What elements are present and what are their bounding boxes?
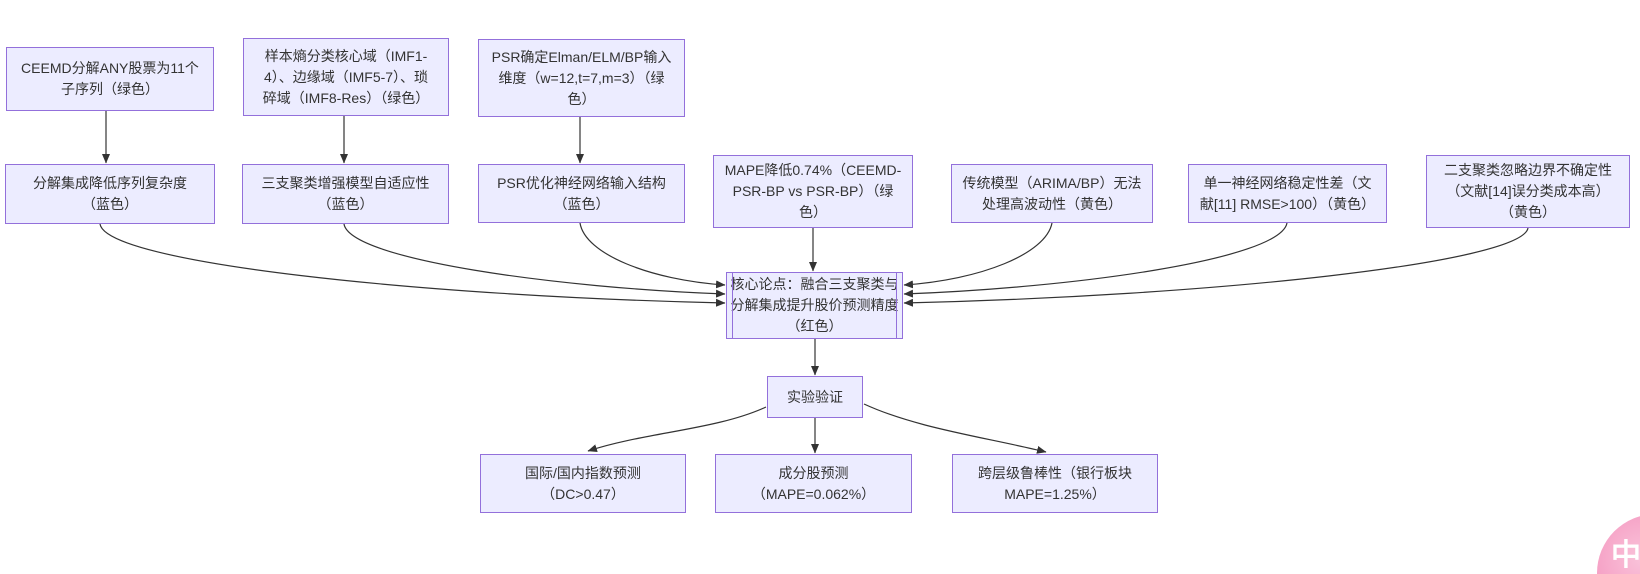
node-label: 二支聚类忽略边界不确定性 （文献[14]误分类成本高） （黄色） (1427, 160, 1629, 223)
node-psr-input-dimension: PSR确定Elman/ELM/BP输入维度（w=12,t=7,m=3）（绿色） (478, 39, 685, 117)
node-label-line: 分解集成提升股价预测精度 (730, 297, 899, 313)
translate-button-label: 中A (1611, 539, 1640, 572)
node-label-line: 三支聚类增强模型自适应性 (261, 175, 430, 191)
node-label-line: PSR优化神经网络输入结构 (497, 174, 666, 191)
node-label-line: 处理高波动性（黄色） (982, 195, 1122, 212)
node-label-line: 分解集成降低序列复杂度 (33, 175, 187, 191)
node-label: 样本熵分类核心域（IMF1- 4）、边缘域（IMF5-7）、琐碎域（IMF8-Re… (244, 46, 448, 109)
node-label: 国际/国内指数预测 （DC>0.47） (481, 463, 685, 505)
edge-L-M (587, 406, 767, 453)
node-label: 核心论点：融合三支聚类与分解集成提升股价预测精度 （红色） (727, 274, 902, 337)
node-three-way-clustering-adaptivity: 三支聚类增强模型自适应性 （蓝色） (242, 164, 449, 224)
node-label-line: （黄色） (1500, 204, 1556, 220)
node-label-line: CEEMD分解ANY股票为11个 (21, 60, 199, 76)
node-ceemd-decompose: CEEMD分解ANY股票为11个子序列（绿色） (6, 47, 214, 111)
node-label-line: 传统模型（ARIMA/BP）无法 (962, 174, 1142, 191)
node-label-line: 单一神经网络稳定性差（文 (1203, 174, 1372, 191)
node-label-line: 子序列（绿色） (61, 81, 159, 97)
node-label-line: 跨层级鲁棒性（银行板块 (978, 464, 1132, 481)
node-label: 跨层级鲁棒性（银行板块 MAPE=1.25%） (953, 463, 1157, 505)
node-decomposition-reduces-complexity: 分解集成降低序列复杂度 （蓝色） (5, 164, 215, 224)
node-label: 实验验证 (768, 387, 862, 408)
subroutine-side-line (732, 273, 733, 338)
node-label-line: 核心论点：融合三支聚类与 (730, 276, 899, 292)
node-label-line: 成分股预测 (778, 464, 849, 481)
node-label: CEEMD分解ANY股票为11个子序列（绿色） (7, 58, 213, 100)
node-label-line: MAPE=1.25%） (1004, 485, 1106, 502)
node-label-line: 实验验证 (787, 388, 843, 405)
node-mape-reduction: MAPE降低0.74%（CEEMD- PSR-BP vs PSR-BP）（绿色） (713, 155, 913, 228)
node-label: PSR优化神经网络输入结构 （蓝色） (479, 173, 684, 215)
node-label-line: 国际/国内指数预测 (525, 464, 641, 481)
node-label: MAPE降低0.74%（CEEMD- PSR-BP vs PSR-BP）（绿色） (714, 160, 912, 223)
node-label-line: MAPE降低0.74%（CEEMD- (724, 162, 902, 178)
node-label-line: 献[11] RMSE>100）（黄色） (1199, 195, 1376, 212)
node-index-prediction: 国际/国内指数预测 （DC>0.47） (480, 454, 686, 513)
node-label-line: 维度（w=12,t=7,m=3）（绿 (498, 69, 665, 86)
node-label: 分解集成降低序列复杂度 （蓝色） (6, 173, 214, 215)
node-psr-optimizes-input-structure: PSR优化神经网络输入结构 （蓝色） (478, 164, 685, 223)
node-label: 三支聚类增强模型自适应性 （蓝色） (243, 173, 448, 215)
node-two-way-clustering-limitation: 二支聚类忽略边界不确定性 （文献[14]误分类成本高） （黄色） (1426, 155, 1630, 228)
edge-F-K (579, 222, 726, 289)
edge-J-K (903, 227, 1529, 307)
node-traditional-model-limitation: 传统模型（ARIMA/BP）无法处理高波动性（黄色） (951, 164, 1153, 223)
node-label-line: （蓝色） (317, 196, 374, 212)
node-label-line: 碎域（IMF8-Res）（绿色） (262, 89, 430, 106)
node-label: 成分股预测 （MAPE=0.062%） (716, 463, 911, 505)
node-label-line: 4）、边缘域（IMF5-7）、琐 (263, 68, 429, 85)
node-core-thesis: 核心论点：融合三支聚类与分解集成提升股价预测精度 （红色） (726, 272, 903, 339)
node-label-line: 色） (567, 90, 596, 107)
translate-button[interactable]: 中A (1597, 514, 1640, 574)
edge-E-K (343, 223, 726, 298)
node-label-line: PSR-BP vs PSR-BP）（绿 (732, 183, 894, 199)
node-single-nn-instability: 单一神经网络稳定性差（文献[11] RMSE>100）（黄色） (1188, 164, 1387, 223)
edge-D-K (99, 223, 726, 307)
node-label-line: （文献[14]误分类成本高） (1446, 183, 1610, 199)
node-cross-level-robustness: 跨层级鲁棒性（银行板块 MAPE=1.25%） (952, 454, 1158, 513)
node-label-line: （红色） (786, 318, 843, 334)
node-label-line: PSR确定Elman/ELM/BP输入 (491, 48, 672, 65)
node-label: PSR确定Elman/ELM/BP输入维度（w=12,t=7,m=3）（绿色） (479, 47, 684, 110)
subroutine-side-line (896, 273, 897, 338)
node-label-line: 二支聚类忽略边界不确定性 (1444, 162, 1612, 178)
node-label-line: 样本熵分类核心域（IMF1- (264, 47, 428, 64)
node-label-line: 色） (799, 204, 827, 220)
edge-H-K (903, 222, 1053, 289)
edge-I-K (903, 222, 1288, 298)
node-label: 传统模型（ARIMA/BP）无法处理高波动性（黄色） (952, 173, 1152, 215)
node-label-line: （DC>0.47） (541, 485, 625, 502)
node-label: 单一神经网络稳定性差（文献[11] RMSE>100）（黄色） (1189, 173, 1386, 215)
node-sample-entropy-domains: 样本熵分类核心域（IMF1- 4）、边缘域（IMF5-7）、琐碎域（IMF8-Re… (243, 38, 449, 116)
node-label-line: （蓝色） (553, 195, 610, 212)
node-label-line: （MAPE=0.062%） (751, 485, 876, 502)
node-label-line: （蓝色） (82, 196, 138, 212)
node-experiment-validation: 实验验证 (767, 376, 863, 418)
edge-L-O (863, 403, 1047, 454)
node-constituent-stock-prediction: 成分股预测 （MAPE=0.062%） (715, 454, 912, 513)
